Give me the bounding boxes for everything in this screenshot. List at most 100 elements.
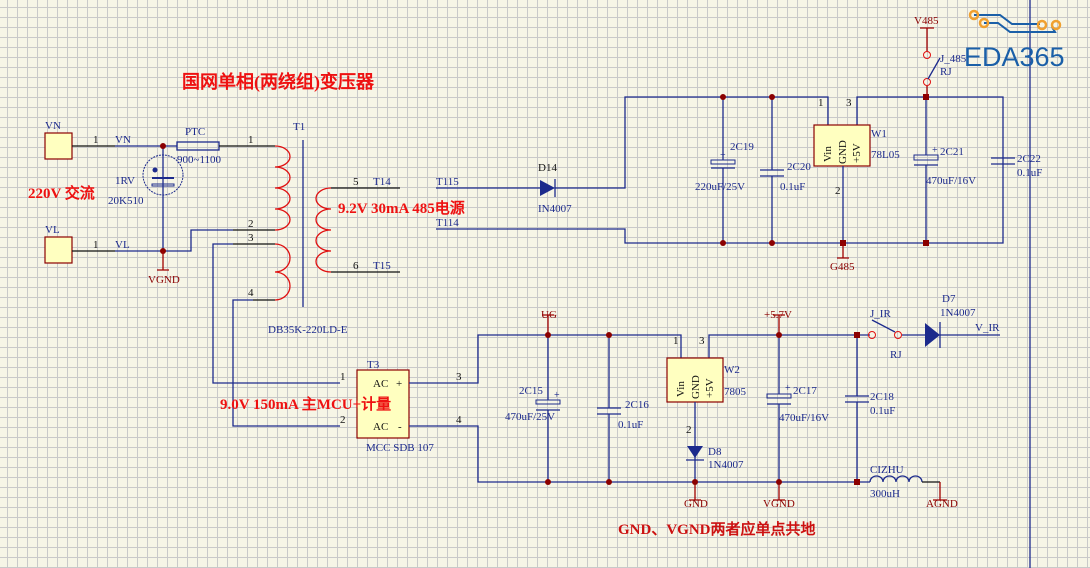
svg-text:+: + (720, 150, 726, 161)
svg-text:VN: VN (115, 134, 131, 146)
svg-text:T15: T15 (373, 260, 391, 272)
diode-d14 (540, 180, 555, 196)
svg-text:+: + (932, 145, 938, 156)
svg-text:3: 3 (248, 232, 254, 244)
svg-text:2C17: 2C17 (793, 385, 817, 397)
svg-text:7805: 7805 (724, 386, 747, 398)
svg-text:AC: AC (373, 421, 388, 433)
svg-text:DB35K-220LD-E: DB35K-220LD-E (268, 324, 348, 336)
svg-text:1: 1 (248, 134, 254, 146)
svg-text:GND: GND (684, 498, 708, 510)
svg-text:2C16: 2C16 (625, 399, 649, 411)
svg-text:2: 2 (340, 414, 346, 426)
note-mcu-rail: 9.0V 150mA 主MCU+计量 (220, 395, 391, 413)
svg-text:5: 5 (353, 176, 359, 188)
svg-text:78L05: 78L05 (871, 149, 900, 161)
svg-text:2C22: 2C22 (1017, 153, 1041, 165)
svg-text:+: + (396, 378, 402, 390)
svg-text:D14: D14 (538, 162, 557, 174)
svg-text:W2: W2 (724, 364, 740, 376)
svg-text:1: 1 (673, 335, 679, 347)
svg-text:+5V: +5V (704, 378, 716, 398)
svg-text:0.1uF: 0.1uF (1017, 167, 1042, 179)
svg-text:V485: V485 (914, 15, 939, 27)
svg-text:220uF/25V: 220uF/25V (695, 181, 745, 193)
svg-text:3: 3 (456, 371, 462, 383)
svg-text:W1: W1 (871, 128, 887, 140)
svg-text:IN4007: IN4007 (538, 203, 572, 215)
svg-text:Vin: Vin (675, 381, 687, 397)
svg-text:J_IR: J_IR (870, 308, 891, 320)
svg-text:1: 1 (340, 371, 346, 383)
svg-text:GND: GND (837, 140, 849, 164)
svg-text:PTC: PTC (185, 126, 205, 138)
svg-text:3: 3 (699, 335, 705, 347)
svg-text:1: 1 (93, 134, 99, 146)
svg-text:VL: VL (45, 224, 60, 236)
port-vl (44, 236, 73, 264)
svg-text:AGND: AGND (926, 498, 958, 510)
jumper-j485 (927, 57, 941, 80)
svg-text:EDA365: EDA365 (964, 42, 1065, 72)
svg-text:T3: T3 (367, 359, 380, 371)
svg-text:GND: GND (690, 375, 702, 399)
svg-text:J_485: J_485 (940, 53, 967, 65)
regulator-w1 (813, 124, 871, 167)
ptc-resistor (176, 141, 220, 151)
svg-text:2C21: 2C21 (940, 146, 964, 158)
svg-text:AC: AC (373, 378, 388, 390)
svg-text:1N4007: 1N4007 (940, 307, 976, 319)
svg-text:1N4007: 1N4007 (708, 459, 744, 471)
svg-text:0.1uF: 0.1uF (870, 405, 895, 417)
svg-text:300uH: 300uH (870, 488, 900, 500)
page-title: 国网单相(两绕组)变压器 (182, 71, 375, 93)
svg-text:2C20: 2C20 (787, 161, 811, 173)
svg-text:T115: T115 (436, 176, 459, 188)
svg-text:1: 1 (818, 97, 824, 109)
svg-text:G485: G485 (830, 261, 855, 273)
svg-text:2: 2 (835, 185, 841, 197)
svg-text:20K510: 20K510 (108, 195, 144, 207)
svg-text:UG: UG (541, 309, 557, 321)
svg-text:0.1uF: 0.1uF (618, 419, 643, 431)
svg-text:6: 6 (353, 260, 359, 272)
svg-text:Vin: Vin (822, 146, 834, 162)
note-485-rail: 9.2V 30mA 485电源 (338, 199, 465, 217)
diode-d7 (925, 323, 940, 347)
svg-text:1RV: 1RV (115, 175, 135, 187)
svg-text:D8: D8 (708, 446, 722, 458)
varistor (142, 154, 184, 196)
svg-text:+: + (785, 383, 791, 394)
svg-text:470uF/25V: 470uF/25V (505, 411, 555, 423)
svg-text:2C19: 2C19 (730, 141, 754, 153)
svg-text:VN: VN (45, 120, 61, 132)
svg-text:900~1100: 900~1100 (177, 154, 222, 166)
eda365-logo: EDA365 (964, 9, 1065, 72)
svg-text:RJ: RJ (890, 349, 902, 361)
svg-text:470uF/16V: 470uF/16V (779, 412, 829, 424)
diode-d8 (687, 446, 703, 458)
svg-text:1: 1 (93, 239, 99, 251)
svg-text:T1: T1 (293, 121, 305, 133)
note-ground: GND、VGND两者应单点共地 (618, 520, 816, 538)
port-vn (44, 132, 73, 160)
svg-text:+: + (554, 390, 560, 401)
bridge-t3 (356, 369, 410, 439)
svg-text:0.1uF: 0.1uF (780, 181, 805, 193)
svg-text:-: - (398, 421, 402, 433)
svg-text:T114: T114 (436, 217, 459, 229)
svg-text:VGND: VGND (763, 498, 795, 510)
svg-text:D7: D7 (942, 293, 956, 305)
svg-text:2C15: 2C15 (519, 385, 543, 397)
svg-text:CIZHU: CIZHU (870, 464, 904, 476)
svg-text:V_IR: V_IR (975, 322, 1000, 334)
svg-text:VGND: VGND (148, 274, 180, 286)
note-ac-input: 220V 交流 (28, 184, 95, 202)
svg-text:+5.7V: +5.7V (764, 309, 792, 321)
jumper-jir (871, 319, 896, 333)
